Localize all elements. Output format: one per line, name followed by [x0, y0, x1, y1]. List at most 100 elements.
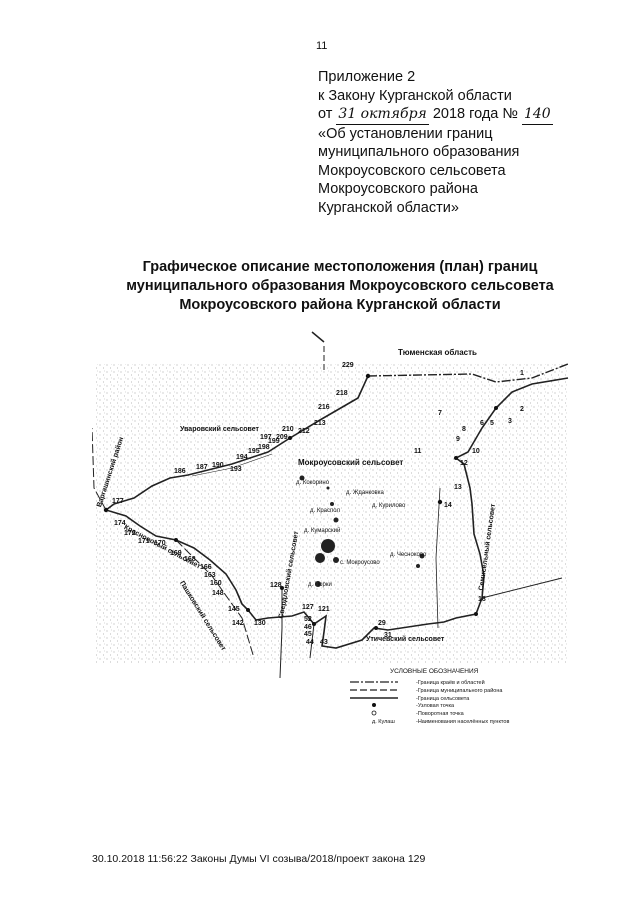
point-label: 46: [304, 624, 312, 631]
point-label: 199: [268, 438, 280, 445]
point-label: 168: [184, 556, 196, 563]
point-label: 29: [378, 620, 386, 627]
handwritten-law-number: 140: [521, 105, 553, 125]
legend-item: -Наименования населённых пунктов: [416, 719, 510, 725]
handwritten-date: 31 октября: [336, 105, 429, 125]
point-label: 195: [248, 448, 260, 455]
point-label: 212: [298, 428, 310, 435]
point-label: 43: [320, 639, 328, 646]
point-label: 229: [342, 362, 354, 369]
appendix-line: муниципального образования: [318, 144, 520, 160]
point-label: 145: [228, 606, 240, 613]
appendix-line: Приложение 2: [318, 69, 416, 85]
terrain-background: [96, 364, 568, 664]
point-label: 2: [520, 406, 524, 413]
region-label: Мокроусовский сельсовет: [298, 458, 404, 467]
point-label: 12: [460, 460, 468, 467]
page-number: 11: [316, 40, 328, 52]
legend-item: -Поворотная точка: [416, 711, 464, 717]
north-arrow: [311, 331, 325, 343]
point-label: 127: [302, 604, 314, 611]
point-label: 171: [138, 538, 150, 545]
appendix-header: Приложение 2 к Закону Курганской области…: [318, 68, 553, 217]
appendix-line: Курганской области»: [318, 199, 459, 216]
legend-item: -Граница сельсовета: [416, 696, 470, 702]
settlement-label: д. Порки: [308, 582, 332, 588]
point-label: 170: [154, 540, 166, 547]
selsovet-boundary: [104, 375, 569, 649]
map-graphics: [92, 331, 569, 716]
document-title: Графическое описание местоположения (пла…: [80, 258, 600, 315]
point-label: 148: [212, 590, 224, 597]
point-label: 160: [210, 580, 222, 587]
point-label: 128: [270, 582, 282, 589]
point-label: 216: [318, 404, 330, 411]
point-label: 11: [414, 448, 422, 455]
title-line: Графическое описание местоположения (пла…: [142, 259, 538, 275]
footer-docpath: 30.10.2018 11:56:22 Законы Думы VI созыв…: [92, 853, 426, 865]
point-label: 121: [318, 606, 330, 613]
settlement-markers: [299, 475, 425, 587]
legend-title: УСЛОВНЫЕ ОБОЗНАЧЕНИЯ: [390, 668, 479, 675]
legend-item: -Граница муниципального района: [416, 688, 503, 694]
legend-item: -Узловая точка: [416, 703, 455, 709]
region-label: Тюменская область: [398, 348, 477, 357]
point-label: 210: [282, 426, 294, 433]
region-label: Уваровский сельсовет: [180, 426, 259, 433]
uvarovsky-boundary: [191, 453, 273, 477]
point-label: 6: [480, 420, 484, 427]
point-label: 198: [258, 444, 270, 451]
point-label: 9: [456, 436, 460, 443]
point-label: 130: [254, 620, 266, 627]
point-label: 1: [520, 370, 524, 377]
sverdlovsky-boundary: [279, 588, 283, 679]
semiselny-boundary: [435, 487, 441, 629]
title-line: муниципального образования Мокроусовског…: [126, 278, 554, 294]
date-year: 2018 года №: [432, 106, 518, 122]
title-line: Мокроусовского района Курганской области: [179, 297, 501, 313]
appendix-line: «Об установлении границ: [318, 125, 493, 142]
appendix-line: к Закону Курганской области: [318, 87, 512, 104]
settlement-label: с. Мокроусово: [340, 560, 380, 566]
point-label: 172: [124, 530, 136, 537]
settlement-label: д. Кокорино: [296, 480, 330, 486]
boundary-segment: [309, 623, 315, 659]
point-label: 193: [230, 466, 242, 473]
date-prefix: от: [318, 106, 333, 122]
legend-samples: [350, 681, 398, 716]
point-label: 169: [170, 550, 182, 557]
vargashinsky-boundary: [92, 427, 107, 511]
point-label: 194: [236, 454, 248, 461]
appendix-line: Мокроусовского района: [318, 181, 478, 197]
point-label: 7: [438, 410, 442, 417]
point-label: 190: [212, 462, 224, 469]
point-label: 213: [314, 420, 326, 427]
nodal-points: [103, 373, 498, 630]
point-label: 5: [490, 420, 494, 427]
region-label: Утичевский сельсовет: [366, 636, 445, 643]
appendix-date-line: от 31 октября 2018 года № 140: [318, 105, 553, 125]
point-label: 44: [306, 639, 314, 646]
point-label: 18: [478, 596, 486, 603]
pashkovsky-boundary: [175, 539, 255, 659]
legend-sample-settlement: д. Кулаш: [372, 719, 395, 725]
point-label: 142: [232, 620, 244, 627]
point-label: 186: [174, 468, 186, 475]
boundary-segment: [481, 577, 563, 599]
point-label: 14: [444, 502, 452, 509]
point-label: 174: [114, 520, 126, 527]
point-label: 163: [204, 572, 216, 579]
point-label: 52: [304, 616, 312, 623]
appendix-line: Мокроусовского сельсовета: [318, 162, 506, 179]
settlement-label: д. Кумарский: [304, 528, 341, 534]
point-label: 8: [462, 426, 466, 433]
point-label: 10: [472, 448, 480, 455]
settlement-label: д. Чесноково: [390, 552, 427, 558]
point-label: 31: [384, 632, 392, 639]
point-label: 197: [260, 434, 272, 441]
settlement-label: д. Жданковка: [346, 490, 384, 496]
settlement-label: д. Краспол: [310, 508, 340, 514]
point-label: 13: [454, 484, 462, 491]
point-label: 209: [276, 434, 288, 441]
point-label: 166: [200, 564, 212, 571]
